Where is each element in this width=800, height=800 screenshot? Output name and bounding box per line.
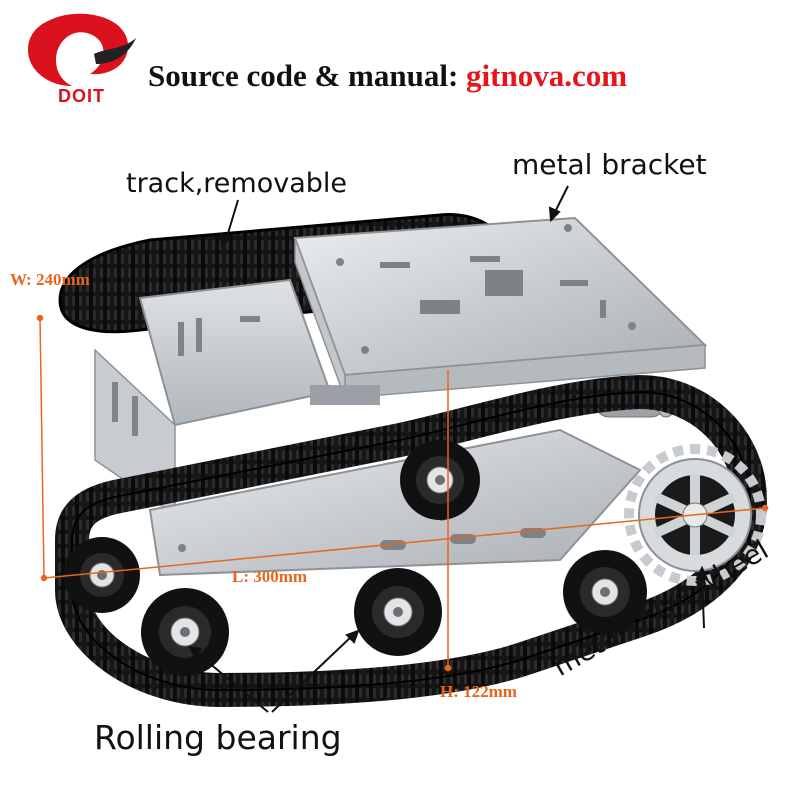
dimension-lines: [36, 314, 769, 672]
road-wheel-4: [563, 550, 647, 634]
road-wheel-top: [400, 440, 480, 520]
metal-bracket-top: [293, 216, 708, 399]
dimension-length: L: 300mm: [232, 567, 308, 586]
header-prefix: Source code & manual:: [148, 58, 467, 93]
doit-logo: [10, 8, 140, 113]
road-wheels: [64, 440, 647, 676]
header-link[interactable]: gitnova.com: [466, 58, 628, 93]
logo-text: DOIT: [58, 86, 105, 106]
dimension-width: W: 240mm: [10, 270, 90, 289]
road-wheel-2: [141, 588, 229, 676]
road-wheel-1: [64, 537, 140, 613]
label-metal-bracket: metal bracket: [512, 148, 707, 181]
label-rolling-bearing: Rolling bearing: [94, 718, 342, 757]
dimension-height: H: 122mm: [440, 682, 517, 701]
label-track-removable: track,removable: [126, 168, 348, 199]
road-wheel-3: [354, 568, 442, 656]
doit-logo-icon: [28, 13, 136, 86]
header-banner: Source code & manual: gitnova.com: [148, 58, 627, 94]
metal-bracket-front: [94, 278, 380, 517]
callout-arrows: [188, 185, 709, 713]
